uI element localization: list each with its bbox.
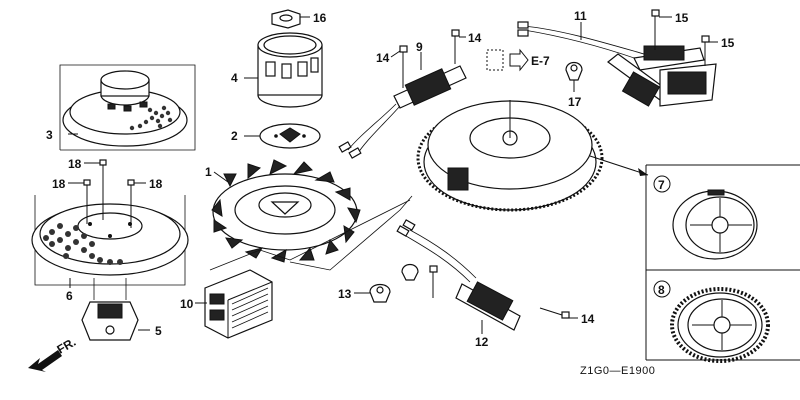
inset-7-flywheel — [672, 189, 758, 260]
callout-7: 7 — [658, 178, 665, 192]
front-direction-arrow — [28, 350, 62, 372]
reference-label: E-7 — [531, 54, 550, 68]
callout-12: 12 — [475, 335, 489, 349]
regulator-part — [204, 199, 411, 339]
callout-6: 6 — [66, 289, 73, 303]
leader-14a — [390, 50, 401, 58]
callout-4: 4 — [231, 71, 238, 85]
callout-18-a: 18 — [68, 157, 82, 171]
callout-18-b: 18 — [52, 177, 66, 191]
charge-coil-9-part — [338, 65, 467, 159]
inset-panel — [645, 164, 800, 361]
bolt-14-a — [399, 45, 408, 88]
callout-18-c: 18 — [149, 177, 163, 191]
callout-10: 10 — [180, 297, 194, 311]
clamp-13-part — [369, 283, 391, 303]
callout-1: 1 — [205, 165, 212, 179]
callout-9: 9 — [416, 40, 423, 54]
flywheel-part — [416, 100, 604, 212]
circle-8 — [653, 280, 671, 298]
callout-16: 16 — [313, 11, 327, 25]
callout-15-b: 15 — [721, 36, 735, 50]
shroud-part — [31, 195, 189, 286]
bolt-14-c — [429, 265, 438, 298]
diagram-code: Z1G0—E1900 — [580, 365, 655, 377]
harness-part — [517, 21, 717, 107]
bolt-15-b — [701, 35, 710, 66]
leader-inset — [589, 155, 649, 176]
bolt-14-d — [539, 307, 570, 319]
circle-7 — [653, 175, 671, 193]
callout-15-a: 15 — [675, 11, 689, 25]
callout-8: 8 — [658, 283, 665, 297]
callout-11: 11 — [574, 9, 587, 23]
callout-14-b: 14 — [468, 31, 482, 45]
leader-1 — [213, 171, 229, 183]
inset-8-flywheel — [670, 287, 770, 363]
bolt-15-a — [651, 9, 660, 50]
callout-3: 3 — [46, 128, 53, 142]
callout-17: 17 — [568, 95, 582, 109]
bolt-14-b — [451, 29, 460, 64]
ignition-unit-part — [81, 278, 139, 341]
nut-16-part — [271, 9, 301, 29]
callout-2: 2 — [231, 129, 238, 143]
charge-coil-12-part — [396, 219, 521, 331]
leader-flywheel-link — [289, 195, 413, 271]
reference-marker — [486, 48, 529, 72]
callout-14-c: 14 — [581, 312, 595, 326]
plate-part — [259, 123, 321, 149]
callout-13: 13 — [338, 287, 352, 301]
clamp-14-part — [401, 263, 419, 281]
cooling-fan-part — [211, 159, 361, 263]
callout-14-a: 14 — [376, 51, 390, 65]
starter-pulley-part — [257, 32, 323, 108]
clamp-17-part — [565, 61, 583, 81]
fan-cover-part — [59, 64, 196, 151]
callout-5: 5 — [155, 324, 162, 338]
